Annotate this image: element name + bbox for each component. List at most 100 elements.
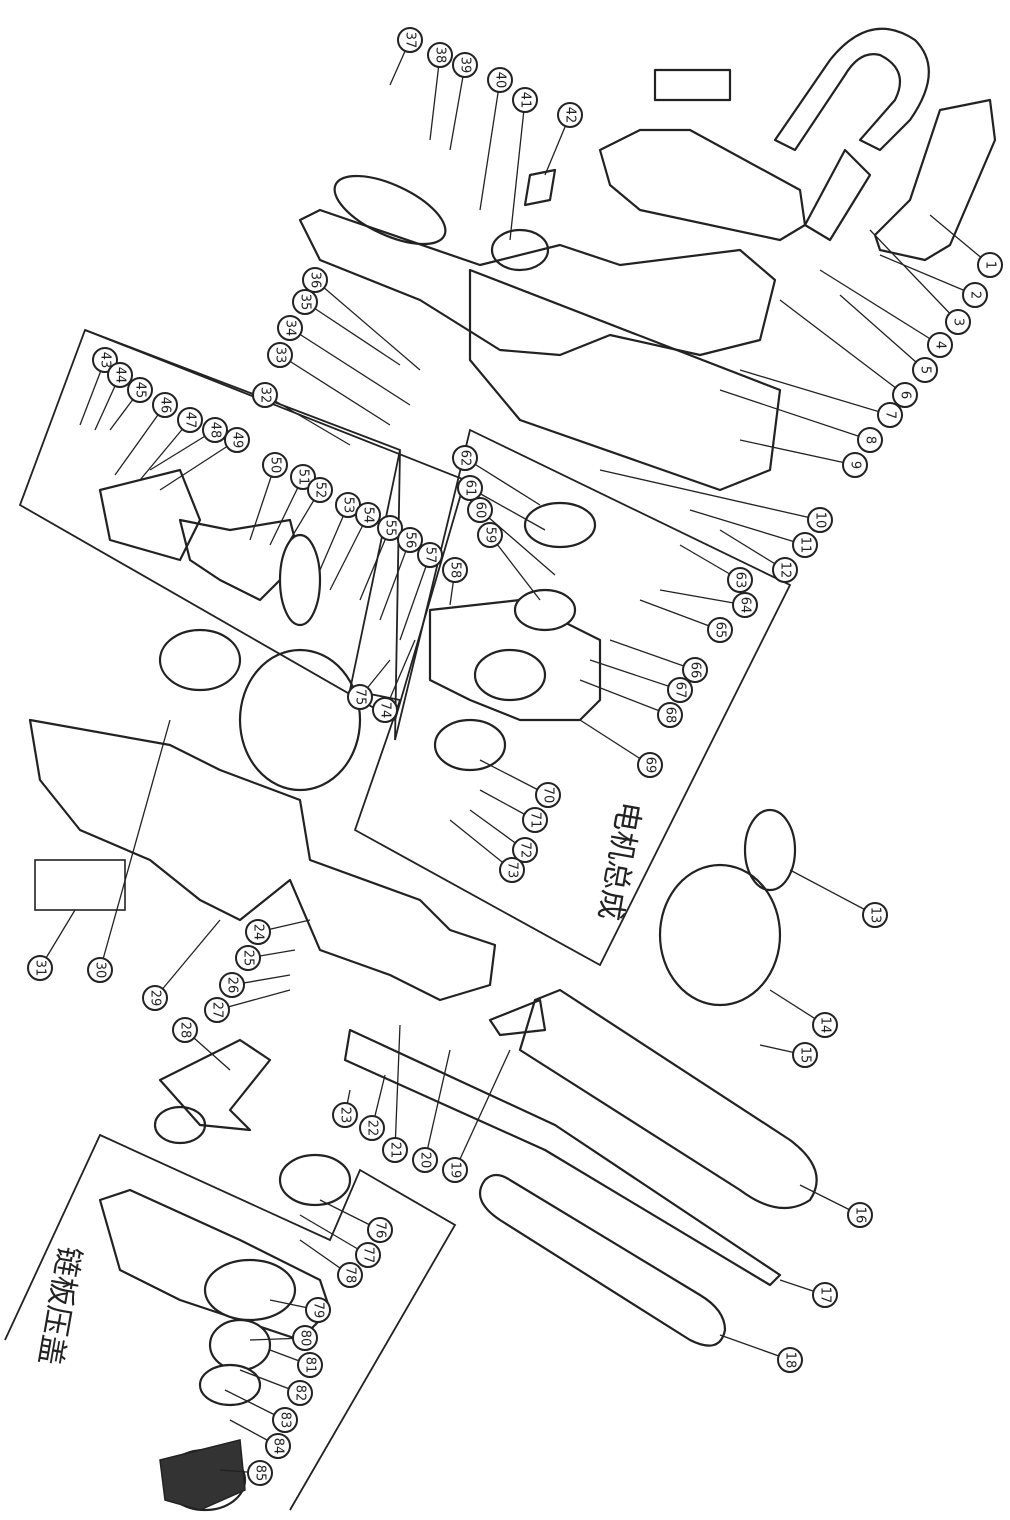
callout-number: 45 [133, 382, 148, 399]
callout-number: 31 [33, 960, 48, 977]
callout-number: 56 [403, 532, 418, 549]
callout-number: 34 [283, 320, 298, 337]
leader-line-30 [99, 719, 171, 971]
callout-number: 51 [296, 469, 311, 486]
trigger-part [873, 98, 997, 262]
callout-number: 71 [528, 812, 543, 829]
callout-74: 74 [372, 697, 398, 723]
callout-number: 35 [298, 294, 313, 311]
callout-number: 41 [518, 92, 533, 109]
leader-line-21 [394, 1024, 401, 1151]
callout-73: 73 [499, 857, 525, 883]
leader-line-56 [379, 539, 411, 621]
callout-number: 57 [423, 547, 438, 564]
callout-32: 32 [252, 382, 278, 408]
callout-number: 72 [518, 842, 533, 859]
callout-46: 46 [152, 392, 178, 418]
leader-line-8 [719, 389, 871, 441]
leader-line-62 [464, 457, 541, 506]
callout-number: 84 [271, 1438, 286, 1455]
callout-number: 74 [378, 702, 393, 719]
callout-60: 60 [467, 497, 493, 523]
chain-cover-label: 链板压盖 [31, 1244, 86, 1368]
leader-line-36 [314, 279, 421, 371]
callout-number: 29 [148, 990, 163, 1007]
callout-number: 1 [983, 261, 998, 269]
sprocket-part [488, 998, 547, 1037]
callout-52: 52 [307, 477, 333, 503]
callout-number: 77 [361, 1247, 376, 1264]
part-42-shape [523, 168, 557, 207]
gear-housing [428, 501, 602, 772]
leader-line-59 [489, 534, 541, 601]
callout-14: 14 [812, 1012, 838, 1038]
motor-assembly-label: 电机总成 [591, 799, 646, 923]
leader-line-33 [279, 354, 391, 426]
callout-3: 3 [945, 309, 971, 335]
callout-13: 13 [862, 902, 888, 928]
callout-45: 45 [127, 377, 153, 403]
callout-number: 15 [798, 1047, 813, 1064]
chain-cover-box [4, 1133, 457, 1511]
callout-72: 72 [512, 837, 538, 863]
callout-number: 27 [210, 1002, 225, 1019]
callout-number: 67 [673, 682, 688, 699]
callout-number: 81 [303, 1357, 318, 1374]
callout-78: 78 [337, 1262, 363, 1288]
leader-line-3 [869, 229, 959, 323]
callout-63: 63 [727, 567, 753, 593]
leader-line-41 [509, 99, 526, 241]
leader-line-69 [579, 719, 651, 766]
leader-line-65 [639, 599, 721, 631]
callout-39: 39 [452, 52, 478, 78]
callout-number: 76 [373, 1222, 388, 1239]
bracket-part [158, 1038, 272, 1132]
callout-number: 66 [688, 662, 703, 679]
callout-number: 53 [341, 497, 356, 514]
callout-7: 7 [877, 402, 903, 428]
callout-68: 68 [657, 702, 683, 728]
callout-28: 28 [172, 1017, 198, 1043]
callout-number: 47 [183, 412, 198, 429]
leader-line-73 [449, 819, 513, 871]
callout-12: 12 [772, 557, 798, 583]
callout-number: 30 [93, 962, 108, 979]
leader-line-35 [304, 301, 401, 366]
leader-line-40 [479, 79, 501, 211]
callout-27: 27 [204, 997, 230, 1023]
callout-number: 63 [733, 572, 748, 589]
callout-number: 54 [361, 507, 376, 524]
callout-58: 58 [442, 557, 468, 583]
guide-bar-part [343, 988, 818, 1287]
leader-line-20 [424, 1049, 451, 1161]
leader-line-11 [689, 509, 806, 546]
callout-number: 59 [483, 527, 498, 544]
callout-number: 3 [951, 318, 966, 326]
callout-49: 49 [224, 427, 250, 453]
callout-number: 80 [298, 1330, 313, 1347]
motor-part [98, 468, 322, 627]
callout-number: 40 [493, 72, 508, 89]
callout-77: 77 [355, 1242, 381, 1268]
callout-37: 37 [397, 27, 423, 53]
callout-18: 18 [777, 1347, 803, 1373]
callout-59: 59 [477, 522, 503, 548]
callout-57: 57 [417, 542, 443, 568]
body-housing [28, 718, 497, 1002]
callout-number: 44 [113, 367, 128, 384]
callout-number: 52 [313, 482, 328, 499]
callout-41: 41 [512, 87, 538, 113]
callout-82: 82 [287, 1380, 313, 1406]
callout-number: 37 [403, 32, 418, 49]
callout-61: 61 [457, 475, 483, 501]
callout-number: 70 [541, 787, 556, 804]
callout-number: 68 [663, 707, 678, 724]
callout-38: 38 [427, 42, 453, 68]
callout-62: 62 [452, 445, 478, 471]
leader-line-50 [249, 464, 276, 541]
callout-number: 46 [158, 397, 173, 414]
chain-loop-part [478, 1173, 727, 1347]
callout-number: 42 [563, 107, 578, 124]
callout-number: 55 [383, 520, 398, 537]
leader-line-19 [454, 1049, 511, 1171]
